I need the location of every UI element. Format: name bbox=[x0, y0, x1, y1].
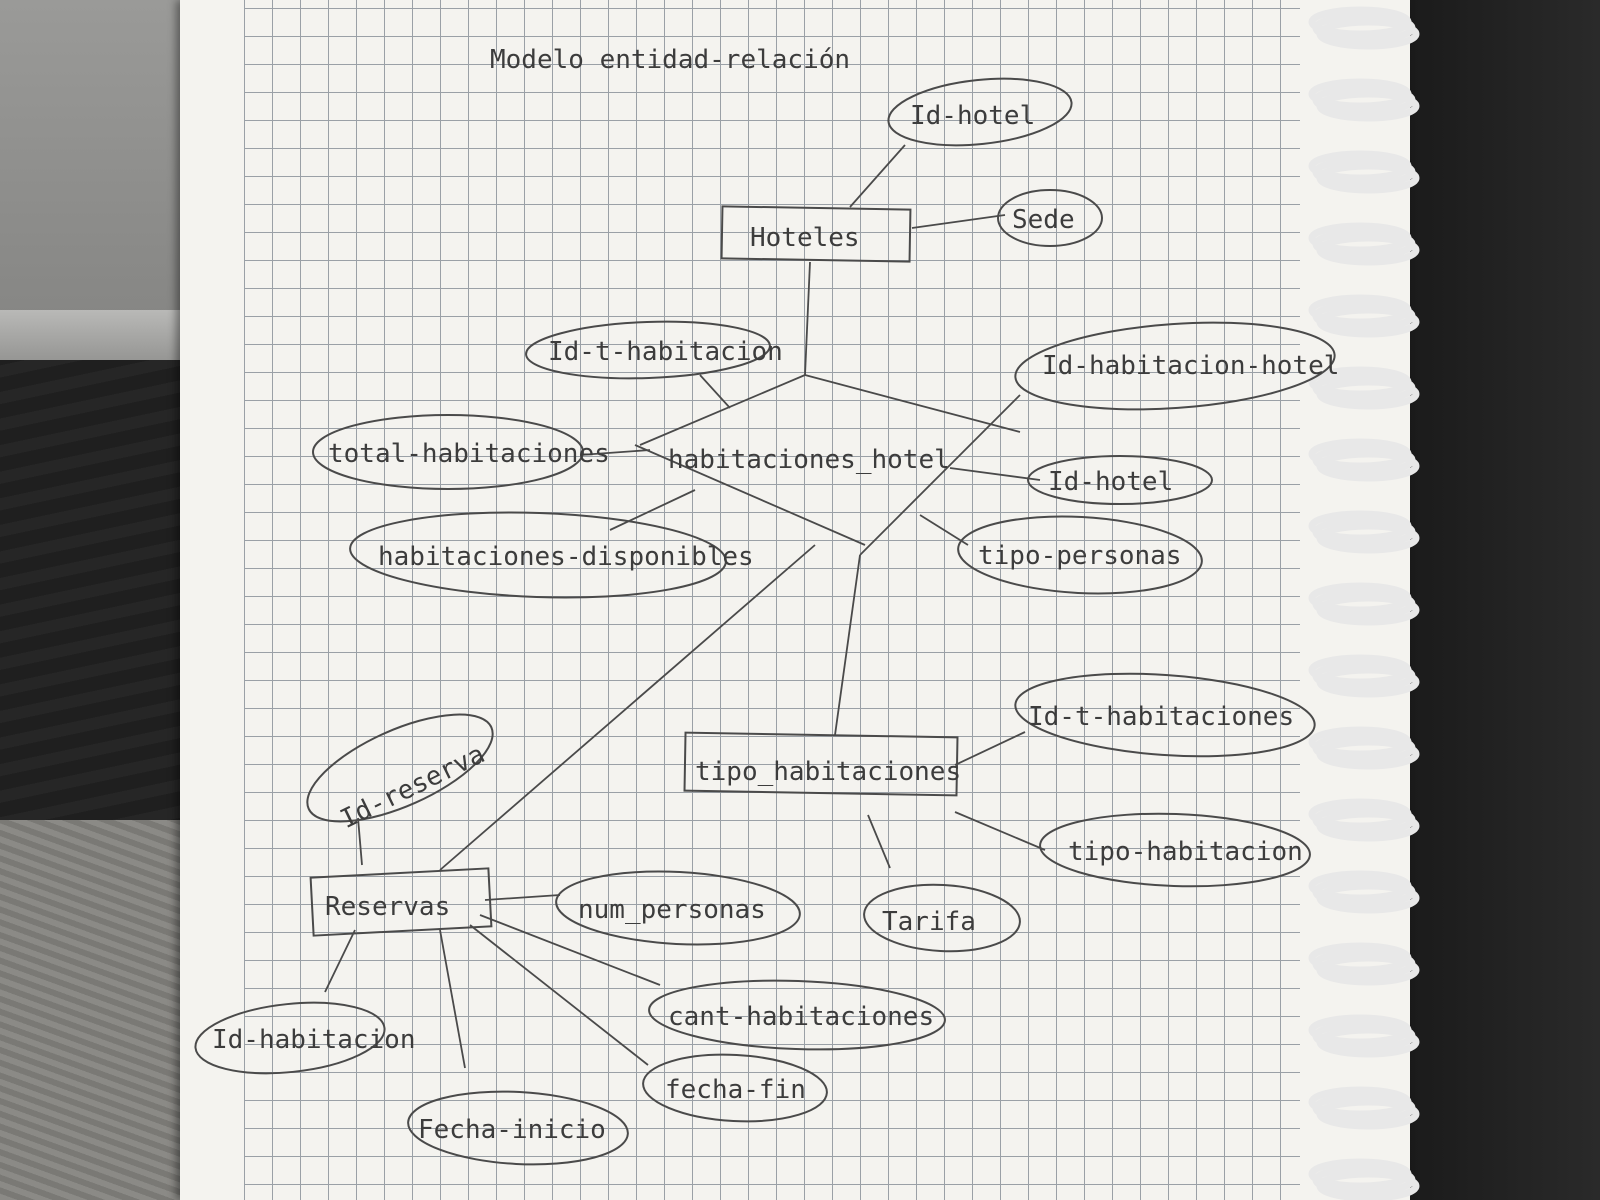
spiral-ring bbox=[1316, 594, 1420, 626]
spiral-ring bbox=[1316, 738, 1420, 770]
attr-cant-habitaciones-label: cant-habitaciones bbox=[668, 1002, 934, 1032]
desk-right bbox=[1400, 0, 1600, 1200]
entity-habitaciones-hotel-label: habitaciones_hotel bbox=[668, 445, 950, 475]
desk-wood bbox=[0, 360, 190, 830]
attr-tipo-habitacion: tipo-habitacion bbox=[1039, 812, 1311, 888]
entity-hoteles: Hoteles bbox=[720, 205, 912, 263]
attr-tipo-personas-label: tipo-personas bbox=[978, 541, 1182, 571]
attr-tipo-habitacion-label: tipo-habitacion bbox=[1068, 837, 1303, 867]
attr-id-hotel-top-label: Id-hotel bbox=[910, 101, 1035, 131]
attr-cant-habitaciones: cant-habitaciones bbox=[648, 979, 946, 1051]
attr-sede-label: Sede bbox=[1012, 205, 1075, 235]
spiral-ring bbox=[1316, 810, 1420, 842]
spiral-ring bbox=[1316, 234, 1420, 266]
attr-num-personas-label: num_personas bbox=[578, 895, 766, 925]
spiral-ring bbox=[1316, 18, 1420, 50]
spiral-ring bbox=[1316, 522, 1420, 554]
desk-cloth bbox=[0, 820, 190, 1200]
attr-id-reserva: Id-reserva bbox=[306, 713, 494, 835]
spiral-ring bbox=[1316, 162, 1420, 194]
attr-tarifa-label: Tarifa bbox=[882, 907, 976, 937]
attr-sede: Sede bbox=[997, 189, 1103, 247]
attr-id-habitacion: Id-habitacion bbox=[194, 1001, 416, 1075]
spiral-ring bbox=[1316, 1098, 1420, 1130]
spiral-ring bbox=[1316, 90, 1420, 122]
entity-reservas: Reservas bbox=[309, 867, 493, 937]
spiral-ring bbox=[1316, 450, 1420, 482]
spiral-ring bbox=[1316, 882, 1420, 914]
spiral-ring bbox=[1316, 1026, 1420, 1058]
entity-reservas-label: Reservas bbox=[325, 892, 450, 922]
entity-tipo-habitaciones: tipo_habitaciones bbox=[683, 731, 961, 797]
connectors bbox=[324, 144, 1046, 1069]
attr-fecha-inicio-label: Fecha-inicio bbox=[418, 1115, 606, 1145]
attr-id-habitacion-hotel: Id-habitacion-hotel bbox=[1014, 321, 1339, 411]
attr-habitaciones-disponibles: habitaciones-disponibles bbox=[349, 511, 754, 599]
attr-tarifa: Tarifa bbox=[863, 883, 1021, 953]
entity-hoteles-label: Hoteles bbox=[750, 223, 860, 253]
attr-num-personas: num_personas bbox=[555, 870, 801, 946]
attr-id-t-habitacion-label: Id-t-habitacion bbox=[548, 337, 783, 367]
attr-id-hotel-mid: Id-hotel bbox=[1027, 455, 1213, 505]
attr-id-t-habitaciones-label: Id-t-habitaciones bbox=[1028, 702, 1294, 732]
attr-total-habitaciones: total-habitaciones bbox=[312, 414, 610, 490]
attr-fecha-inicio: Fecha-inicio bbox=[407, 1090, 629, 1166]
spiral-ring bbox=[1316, 954, 1420, 986]
diagram-title: Modelo entidad-relación bbox=[490, 45, 850, 75]
desk-surface bbox=[0, 0, 190, 320]
spiral-ring bbox=[1316, 666, 1420, 698]
attr-id-hotel-top: Id-hotel bbox=[887, 77, 1073, 147]
spiral-ring bbox=[1316, 378, 1420, 410]
attr-id-habitacion-hotel-label: Id-habitacion-hotel bbox=[1042, 351, 1339, 381]
attr-fecha-fin-label: fecha-fin bbox=[665, 1075, 806, 1105]
attr-total-habitaciones-label: total-habitaciones bbox=[328, 439, 610, 469]
spiral-ring bbox=[1316, 306, 1420, 338]
attr-fecha-fin: fecha-fin bbox=[642, 1053, 828, 1123]
entity-habitaciones-hotel: habitaciones_hotel bbox=[668, 445, 950, 475]
attr-habitaciones-disponibles-label: habitaciones-disponibles bbox=[378, 542, 754, 572]
attr-tipo-personas: tipo-personas bbox=[957, 515, 1203, 595]
spiral-ring bbox=[1316, 1170, 1420, 1200]
attr-id-hotel-mid-label: Id-hotel bbox=[1048, 467, 1173, 497]
notebook-spiral bbox=[1308, 6, 1420, 1200]
entity-tipo-habitaciones-label: tipo_habitaciones bbox=[695, 757, 961, 787]
attr-id-habitacion-label: Id-habitacion bbox=[212, 1025, 416, 1055]
attr-id-reserva-label: Id-reserva bbox=[336, 739, 490, 835]
attr-id-t-habitacion: Id-t-habitacion bbox=[525, 320, 783, 380]
attr-id-t-habitaciones: Id-t-habitaciones bbox=[1014, 672, 1316, 758]
